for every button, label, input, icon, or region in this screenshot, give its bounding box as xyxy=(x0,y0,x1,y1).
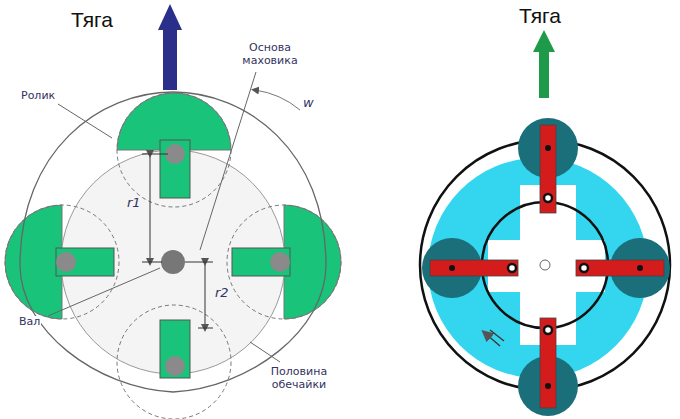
thrust-label: Тяга xyxy=(518,4,562,28)
dimension-label: r1 xyxy=(126,196,142,211)
part-label: Вал xyxy=(18,316,41,329)
thrust-label: Тяга xyxy=(70,8,114,32)
part-label: Ролик xyxy=(20,90,56,103)
part-label: Основа маховика xyxy=(236,42,304,67)
part-label: Половина обечайки xyxy=(262,366,336,391)
dimension-label: r2 xyxy=(214,286,230,301)
rotation-label: w xyxy=(302,96,315,111)
